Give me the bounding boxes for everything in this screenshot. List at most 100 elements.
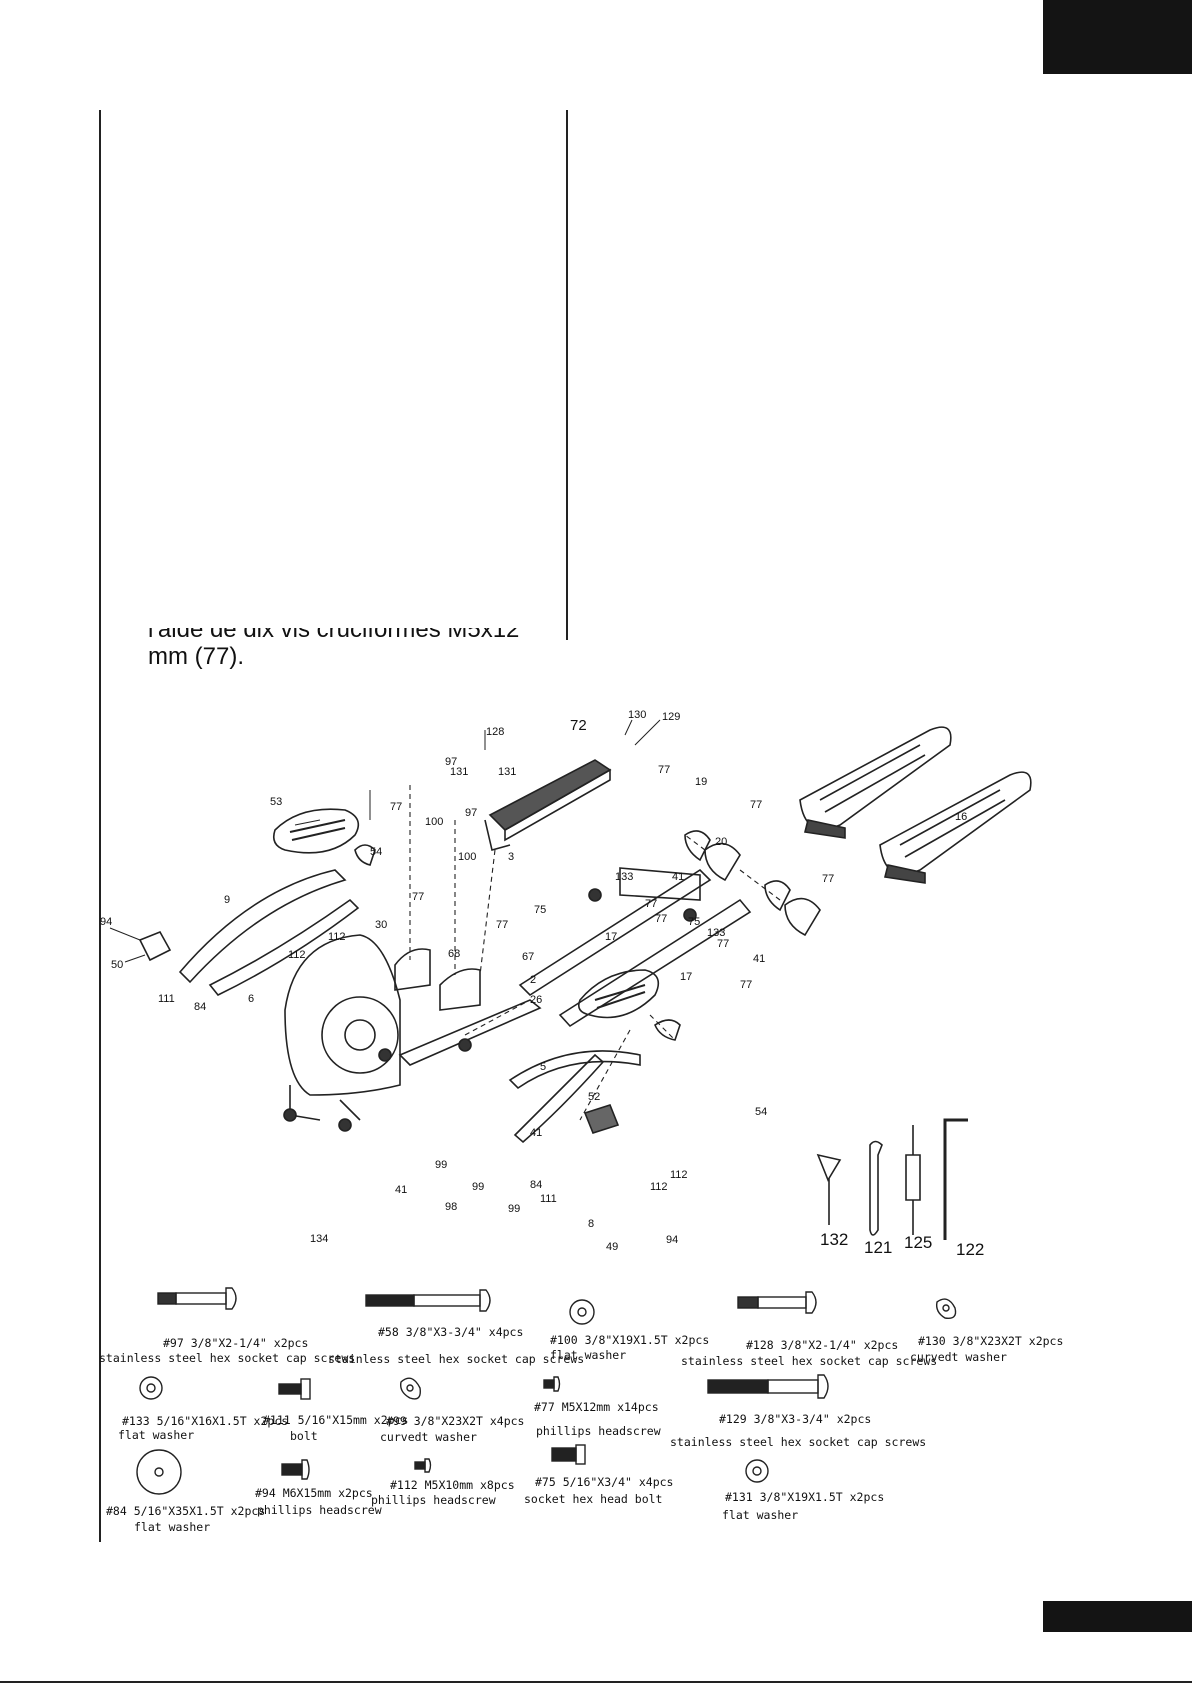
callout: 2	[530, 974, 536, 986]
callout: 133	[615, 871, 633, 883]
callout: 26	[530, 994, 542, 1006]
callout: 30	[375, 919, 387, 931]
callout: 99	[435, 1159, 447, 1171]
callout: 68	[448, 948, 460, 960]
callout: 99	[508, 1203, 520, 1215]
handle-cap-50	[138, 930, 172, 962]
left-column-rule	[99, 110, 101, 1542]
hardware-133: #133 5/16"X16X1.5T x2pcs	[122, 1414, 289, 1428]
hardware-84-desc: flat washer	[134, 1520, 211, 1534]
screw-112-icon	[414, 1458, 432, 1473]
callout: 19	[695, 776, 707, 788]
page-tab-top	[1043, 0, 1192, 74]
callout: 9	[224, 894, 230, 906]
callout: 129	[662, 711, 680, 723]
callout: 20	[715, 836, 727, 848]
hardware-58: #58 3/8"X3-3/4" x4pcs	[378, 1325, 524, 1339]
callout: 99	[472, 1181, 484, 1193]
callout: 112	[650, 1181, 668, 1193]
callout: 50	[111, 959, 123, 971]
washer-131-icon	[745, 1459, 769, 1483]
tool-122	[943, 1118, 968, 1240]
callout: 17	[605, 931, 617, 943]
callout: 97	[445, 756, 457, 768]
hardware-133-desc: flat washer	[118, 1428, 195, 1442]
hardware-97-desc: stainless steel hex socket cap screws	[99, 1351, 356, 1365]
hardware-99-desc: curvedt washer	[380, 1430, 477, 1444]
cap-54-right	[654, 1019, 681, 1041]
callout: 111	[158, 993, 175, 1005]
tool-label-132: 132	[820, 1230, 848, 1249]
callout: 77	[645, 898, 657, 910]
cap-54-left	[354, 844, 376, 866]
callout: 54	[755, 1106, 767, 1118]
page-tab-bottom	[1043, 1601, 1192, 1632]
hardware-129-desc: stainless steel hex socket cap screws	[670, 1435, 927, 1449]
callout: 41	[753, 953, 765, 965]
callout: 41	[395, 1184, 407, 1196]
callout: 16	[955, 811, 967, 823]
callout: 131	[450, 766, 468, 778]
callout: 41	[672, 871, 684, 883]
tool-labels: 132 121 125 122	[820, 1230, 984, 1259]
callout: 75	[534, 904, 546, 916]
hardware-112-desc: phillips headscrew	[371, 1493, 496, 1507]
callout: 52	[588, 1091, 600, 1103]
bolt-111-icon	[278, 1378, 311, 1400]
tool-label-125: 125	[904, 1233, 932, 1252]
callout: 72	[570, 717, 587, 734]
middle-column-rule	[566, 110, 568, 640]
curved-washer-130-icon	[935, 1298, 957, 1319]
hardware-100-desc: flat washer	[550, 1348, 627, 1362]
callout: 112	[328, 931, 346, 943]
hardware-58-desc: stainless steel hex socket cap screws	[328, 1352, 585, 1366]
screw-97-icon	[157, 1287, 237, 1310]
cover-68	[394, 948, 431, 991]
callout: 77	[496, 919, 508, 931]
pedal-53	[272, 808, 360, 854]
leveling-feet	[283, 888, 697, 1132]
callout: 111	[540, 1193, 557, 1205]
callout: 94	[666, 1234, 678, 1246]
callout: 54	[370, 846, 382, 858]
end-cap-20	[704, 842, 741, 882]
callout: 77	[717, 938, 729, 950]
tool-121	[869, 1140, 883, 1236]
callout: 77	[390, 801, 402, 813]
callout: 100	[425, 816, 443, 828]
pedal-52	[577, 969, 660, 1019]
handle-cap-49	[583, 1104, 620, 1134]
hardware-130-desc: curvedt washer	[910, 1350, 1007, 1364]
tool-label-121: 121	[864, 1238, 892, 1257]
pedal-cover-15	[799, 726, 952, 839]
tool-label-122: 122	[956, 1240, 984, 1259]
hardware-131: #131 3/8"X19X1.5T x2pcs	[725, 1490, 885, 1504]
end-cap-right	[784, 897, 821, 937]
exploded-assembly-diagram: 15 16 72 130 129 128 131 131 3 19 20 77 …	[100, 669, 1060, 1260]
pedal-cover-16	[879, 771, 1032, 884]
callout: 131	[498, 766, 516, 778]
callout: 84	[530, 1179, 542, 1191]
callout: 94	[100, 916, 112, 928]
instruction-line-1: l'aide de dix vis cruciformes M5x12	[148, 628, 520, 642]
rear-stabilizer-72	[484, 759, 612, 851]
main-frame-body	[284, 934, 401, 1121]
curved-washer-99-icon	[400, 1377, 421, 1400]
callout: 77	[655, 913, 667, 925]
footer-rule	[0, 1681, 1192, 1683]
hardware-75: #75 5/16"X3/4" x4pcs	[535, 1475, 674, 1489]
pedal-arm-6	[208, 898, 360, 996]
callout: 133	[707, 927, 725, 939]
callout: 77	[740, 979, 752, 991]
hardware-111: #111 5/16"X15mm x2pcs	[263, 1413, 409, 1427]
screw-94-icon	[281, 1459, 310, 1480]
callout: 67	[522, 951, 534, 963]
washer-84-icon	[136, 1449, 182, 1495]
screw-128-icon	[737, 1291, 817, 1314]
callout: 97	[465, 807, 477, 819]
hardware-97: #97 3/8"X2-1/4" x2pcs	[163, 1336, 309, 1350]
hardware-77-desc: phillips headscrew	[536, 1424, 661, 1438]
end-cap-19	[684, 830, 711, 862]
hardware-84: #84 5/16"X35X1.5T x2pcs	[106, 1504, 266, 1518]
callout: 17	[680, 971, 692, 983]
